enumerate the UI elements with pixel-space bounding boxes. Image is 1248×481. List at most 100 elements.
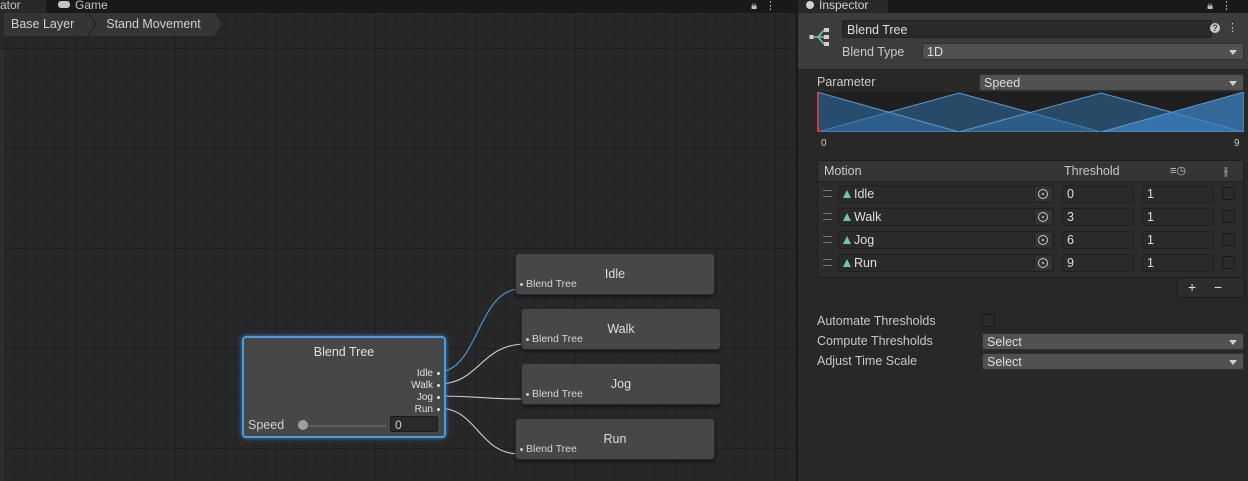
motion-row: Idle 0 1 (818, 184, 1243, 204)
blend-range-min: 0 (821, 138, 827, 149)
drag-handle-icon[interactable] (823, 190, 832, 197)
breadcrumb: Base Layer Stand Movement (4, 13, 224, 36)
motion-field[interactable]: Jog (838, 231, 1054, 249)
time-scale-icon: ≡◷ (1170, 165, 1187, 177)
lock-icon[interactable]: 🔒︎ (751, 0, 765, 12)
blend-weight-run (1100, 92, 1244, 132)
editor-tab-bar: ator Game 🔒︎⋮ (0, 0, 796, 13)
output-port-run[interactable]: Run (414, 404, 441, 415)
connection-run (437, 407, 521, 455)
mirror-checkbox[interactable] (1222, 233, 1235, 246)
info-icon (806, 1, 814, 9)
blend-type-dropdown[interactable]: 1D (922, 43, 1244, 60)
mirror-checkbox[interactable] (1222, 256, 1235, 269)
time-scale-field[interactable]: 1 (1142, 185, 1214, 203)
node-walk[interactable]: Walk Blend Tree (521, 308, 721, 350)
threshold-field[interactable]: 0 (1062, 185, 1134, 203)
node-connections (437, 288, 527, 455)
node-walk-title: Walk (607, 322, 635, 336)
motion-table-header: Motion Threshold ≡◷ ⫲ (818, 161, 1243, 182)
node-jog[interactable]: Jog Blend Tree (521, 363, 721, 405)
gamepad-icon (58, 1, 70, 8)
time-scale-field[interactable]: 1 (1142, 208, 1214, 226)
animation-clip-icon (843, 259, 851, 267)
inspector-header: Blend Tree ? ⋮ Blend Type 1D (798, 13, 1248, 70)
node-idle-port: Blend Tree (520, 278, 577, 290)
threshold-header: Threshold (1064, 164, 1120, 178)
graph-left-edge (0, 49, 4, 481)
compute-thresholds-dropdown[interactable]: Select (982, 333, 1244, 350)
kebab-menu-icon[interactable]: ⋮ (765, 0, 784, 12)
motion-field[interactable]: Idle (838, 185, 1054, 203)
output-port-idle[interactable]: Idle (416, 368, 441, 379)
threshold-field[interactable]: 3 (1062, 208, 1134, 226)
add-remove-bar: + − (1177, 278, 1245, 298)
settings-kebab-icon[interactable]: ⋮ (1227, 22, 1242, 34)
drag-handle-icon[interactable] (823, 259, 832, 266)
connection-jog (437, 395, 527, 400)
tab-inspector[interactable]: Inspector (798, 0, 888, 13)
speed-slider-knob[interactable] (298, 420, 308, 430)
time-scale-field[interactable]: 1 (1142, 231, 1214, 249)
motion-name: Idle (854, 187, 875, 201)
tab-game[interactable]: Game (58, 0, 108, 13)
tab-inspector-label: Inspector (819, 0, 869, 12)
drag-handle-icon[interactable] (823, 236, 832, 243)
threshold-field[interactable]: 6 (1062, 231, 1134, 249)
blend-range-max: 9 (1234, 138, 1240, 149)
output-port-jog[interactable]: Jog (416, 392, 441, 403)
adjust-time-scale-label: Adjust Time Scale (817, 354, 918, 368)
node-jog-title: Jog (610, 377, 632, 391)
tab-bar-icons: 🔒︎⋮ (751, 0, 784, 13)
blend-current-marker-tip (817, 126, 821, 132)
node-blend-tree[interactable]: Blend Tree Idle Walk Jog Run Speed 0 (242, 336, 446, 438)
animation-clip-icon (843, 213, 851, 221)
speed-slider-track[interactable] (302, 425, 386, 427)
adjust-time-scale-dropdown[interactable]: Select (982, 353, 1244, 370)
inspector-panel: Inspector 🔒︎⋮ Blend Tree ? ⋮ Blend Type … (796, 0, 1248, 481)
animation-clip-icon (843, 190, 851, 198)
breadcrumb-stand-movement[interactable]: Stand Movement (90, 13, 224, 36)
remove-motion-button[interactable]: − (1214, 279, 1223, 295)
blend-graph-shapes (817, 92, 1244, 132)
time-scale-field[interactable]: 1 (1142, 254, 1214, 272)
object-picker-icon[interactable] (1034, 210, 1052, 224)
motion-field[interactable]: Run (838, 254, 1054, 272)
blend-tree-name-field[interactable]: Blend Tree (842, 20, 1212, 38)
drag-handle-icon[interactable] (823, 213, 832, 220)
lock-icon[interactable]: 🔒︎ (1207, 0, 1221, 12)
output-port-walk[interactable]: Walk (411, 380, 440, 391)
threshold-field[interactable]: 9 (1062, 254, 1134, 272)
automate-thresholds-label: Automate Thresholds (817, 314, 936, 328)
node-blend-tree-title: Blend Tree (313, 345, 375, 359)
object-picker-icon[interactable] (1034, 256, 1052, 270)
automate-thresholds-checkbox[interactable] (982, 314, 995, 327)
motion-field[interactable]: Walk (838, 208, 1054, 226)
node-idle[interactable]: Idle Blend Tree (515, 253, 715, 295)
speed-value-field[interactable]: 0 (390, 416, 438, 432)
object-picker-icon[interactable] (1034, 233, 1052, 247)
mirror-icon: ⫲ (1224, 164, 1228, 178)
mirror-checkbox[interactable] (1222, 210, 1235, 223)
motion-row: Jog 6 1 (818, 230, 1243, 250)
animator-graph[interactable]: Base Layer Stand Movement Idle Blend Tre… (0, 13, 796, 481)
node-walk-port: Blend Tree (526, 333, 583, 345)
add-motion-button[interactable]: + (1188, 279, 1197, 295)
tab-game-label: Game (75, 0, 108, 12)
blend-graph[interactable] (817, 92, 1244, 132)
breadcrumb-base-layer[interactable]: Base Layer (4, 13, 98, 36)
parameter-dropdown[interactable]: Speed (979, 74, 1244, 91)
parameter-label: Parameter (817, 75, 876, 89)
speed-param-label: Speed (248, 418, 285, 432)
inspector-tab-bar: Inspector 🔒︎⋮ (798, 0, 1248, 13)
tab-animator[interactable]: ator (0, 0, 46, 13)
object-picker-icon[interactable] (1034, 187, 1052, 201)
node-run[interactable]: Run Blend Tree (515, 418, 715, 460)
connection-idle (437, 288, 521, 373)
kebab-menu-icon[interactable]: ⋮ (1221, 0, 1240, 12)
connection-walk (437, 343, 527, 385)
compute-thresholds-label: Compute Thresholds (817, 334, 933, 348)
help-icon[interactable]: ? (1209, 23, 1220, 33)
mirror-checkbox[interactable] (1222, 187, 1235, 200)
header-icons: ? ⋮ (1209, 21, 1242, 34)
